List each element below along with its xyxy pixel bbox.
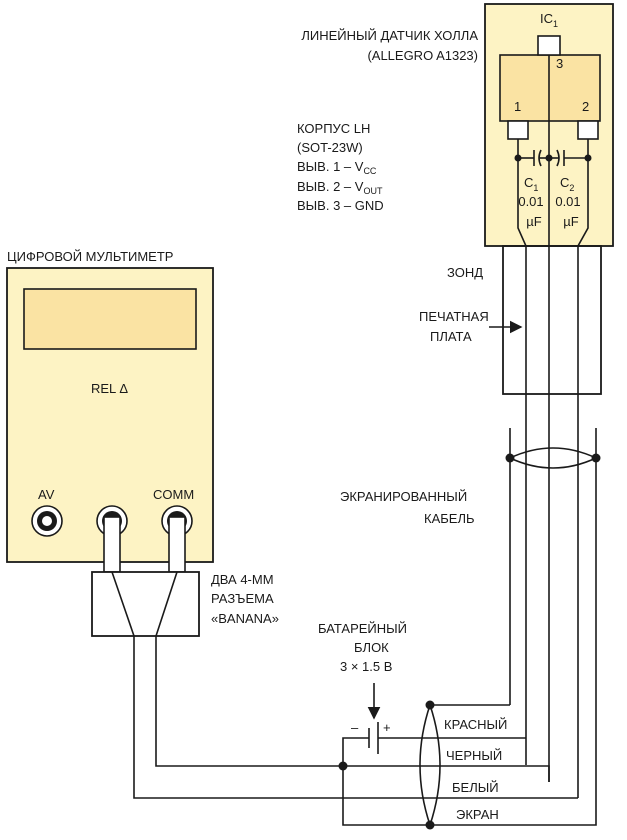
- battery-minus: –: [351, 720, 359, 735]
- banana-connector: [91, 571, 200, 637]
- cable-label-line2: КАБЕЛЬ: [424, 511, 475, 526]
- white-wire: [133, 636, 578, 799]
- probe-tube: [502, 245, 602, 395]
- battery-negative-lead: [342, 737, 369, 766]
- c2-unit: µF: [563, 214, 578, 229]
- banana-label-line1: ДВА 4-ММ: [211, 572, 274, 587]
- c1-unit: µF: [526, 214, 541, 229]
- ic-pin-3: [537, 35, 561, 56]
- ic-label: IC1: [540, 11, 558, 29]
- black-wire: [155, 636, 550, 782]
- ic-pin-1: [507, 120, 529, 140]
- battery-label-line1: БАТАРЕЙНЫЙ: [318, 621, 407, 636]
- cable-ellipse: [509, 447, 598, 469]
- pin2-number: 2: [582, 99, 589, 114]
- wire-label-black: ЧЕРНЫЙ: [446, 748, 502, 763]
- battery-plus: +: [383, 720, 391, 735]
- sensor-title-line1: ЛИНЕЙНЫЙ ДАТЧИК ХОЛЛА: [301, 28, 478, 43]
- c2-label: C2: [560, 175, 574, 193]
- package-line2: (SOT-23W): [297, 140, 363, 155]
- sensor-title-line2: (ALLEGRO A1323): [367, 48, 478, 63]
- pcb-label-line1: ПЕЧАТНАЯ: [419, 309, 489, 324]
- jack-av[interactable]: [31, 505, 63, 537]
- ic-pin-2: [577, 120, 599, 140]
- pin3-number: 3: [556, 56, 563, 71]
- wire-label-white: БЕЛЫЙ: [452, 780, 499, 795]
- c2-value: 0.01: [555, 194, 580, 209]
- c1-value: 0.01: [518, 194, 543, 209]
- banana-label-line3: «BANANA»: [211, 611, 279, 626]
- banana-label-line2: РАЗЪЕМА: [211, 591, 274, 606]
- banana-plug-pin-2: [168, 516, 186, 573]
- pin1-number: 1: [514, 99, 521, 114]
- vout-wire: [577, 139, 589, 798]
- comm-label: COMM: [153, 487, 194, 502]
- lower-cable-ellipse: [419, 704, 441, 828]
- multimeter-display: [23, 288, 197, 350]
- package-pin1: ВЫВ. 1 – VCC: [297, 159, 377, 176]
- battery-label-line3: 3 × 1.5 В: [340, 659, 392, 674]
- banana-plug-pin-1: [103, 516, 121, 573]
- c1-label: C1: [524, 175, 538, 193]
- wire-label-red: КРАСНЫЙ: [444, 717, 507, 732]
- capacitor-c2: [556, 149, 560, 167]
- package-pin2: ВЫВ. 2 – VOUT: [297, 179, 383, 196]
- shield-wire-bottom: [342, 766, 597, 826]
- multimeter-title: ЦИФРОВОЙ МУЛЬТИМЕТР: [7, 249, 173, 264]
- rel-delta-label: REL Δ: [91, 381, 128, 396]
- vcc-wire: [517, 139, 527, 765]
- wire-label-shield: ЭКРАН: [456, 807, 499, 822]
- package-pin3: ВЫВ. 3 – GND: [297, 198, 384, 213]
- cable-label-line1: ЭКРАНИРОВАННЫЙ: [340, 489, 467, 504]
- package-line1: КОРПУС LH: [297, 121, 370, 136]
- battery-label-line2: БЛОК: [354, 640, 389, 655]
- hall-sensor-ic: [499, 54, 601, 122]
- probe-label: ЗОНД: [447, 265, 483, 280]
- pcb-label-line2: ПЛАТА: [430, 329, 472, 344]
- av-label: AV: [38, 487, 55, 502]
